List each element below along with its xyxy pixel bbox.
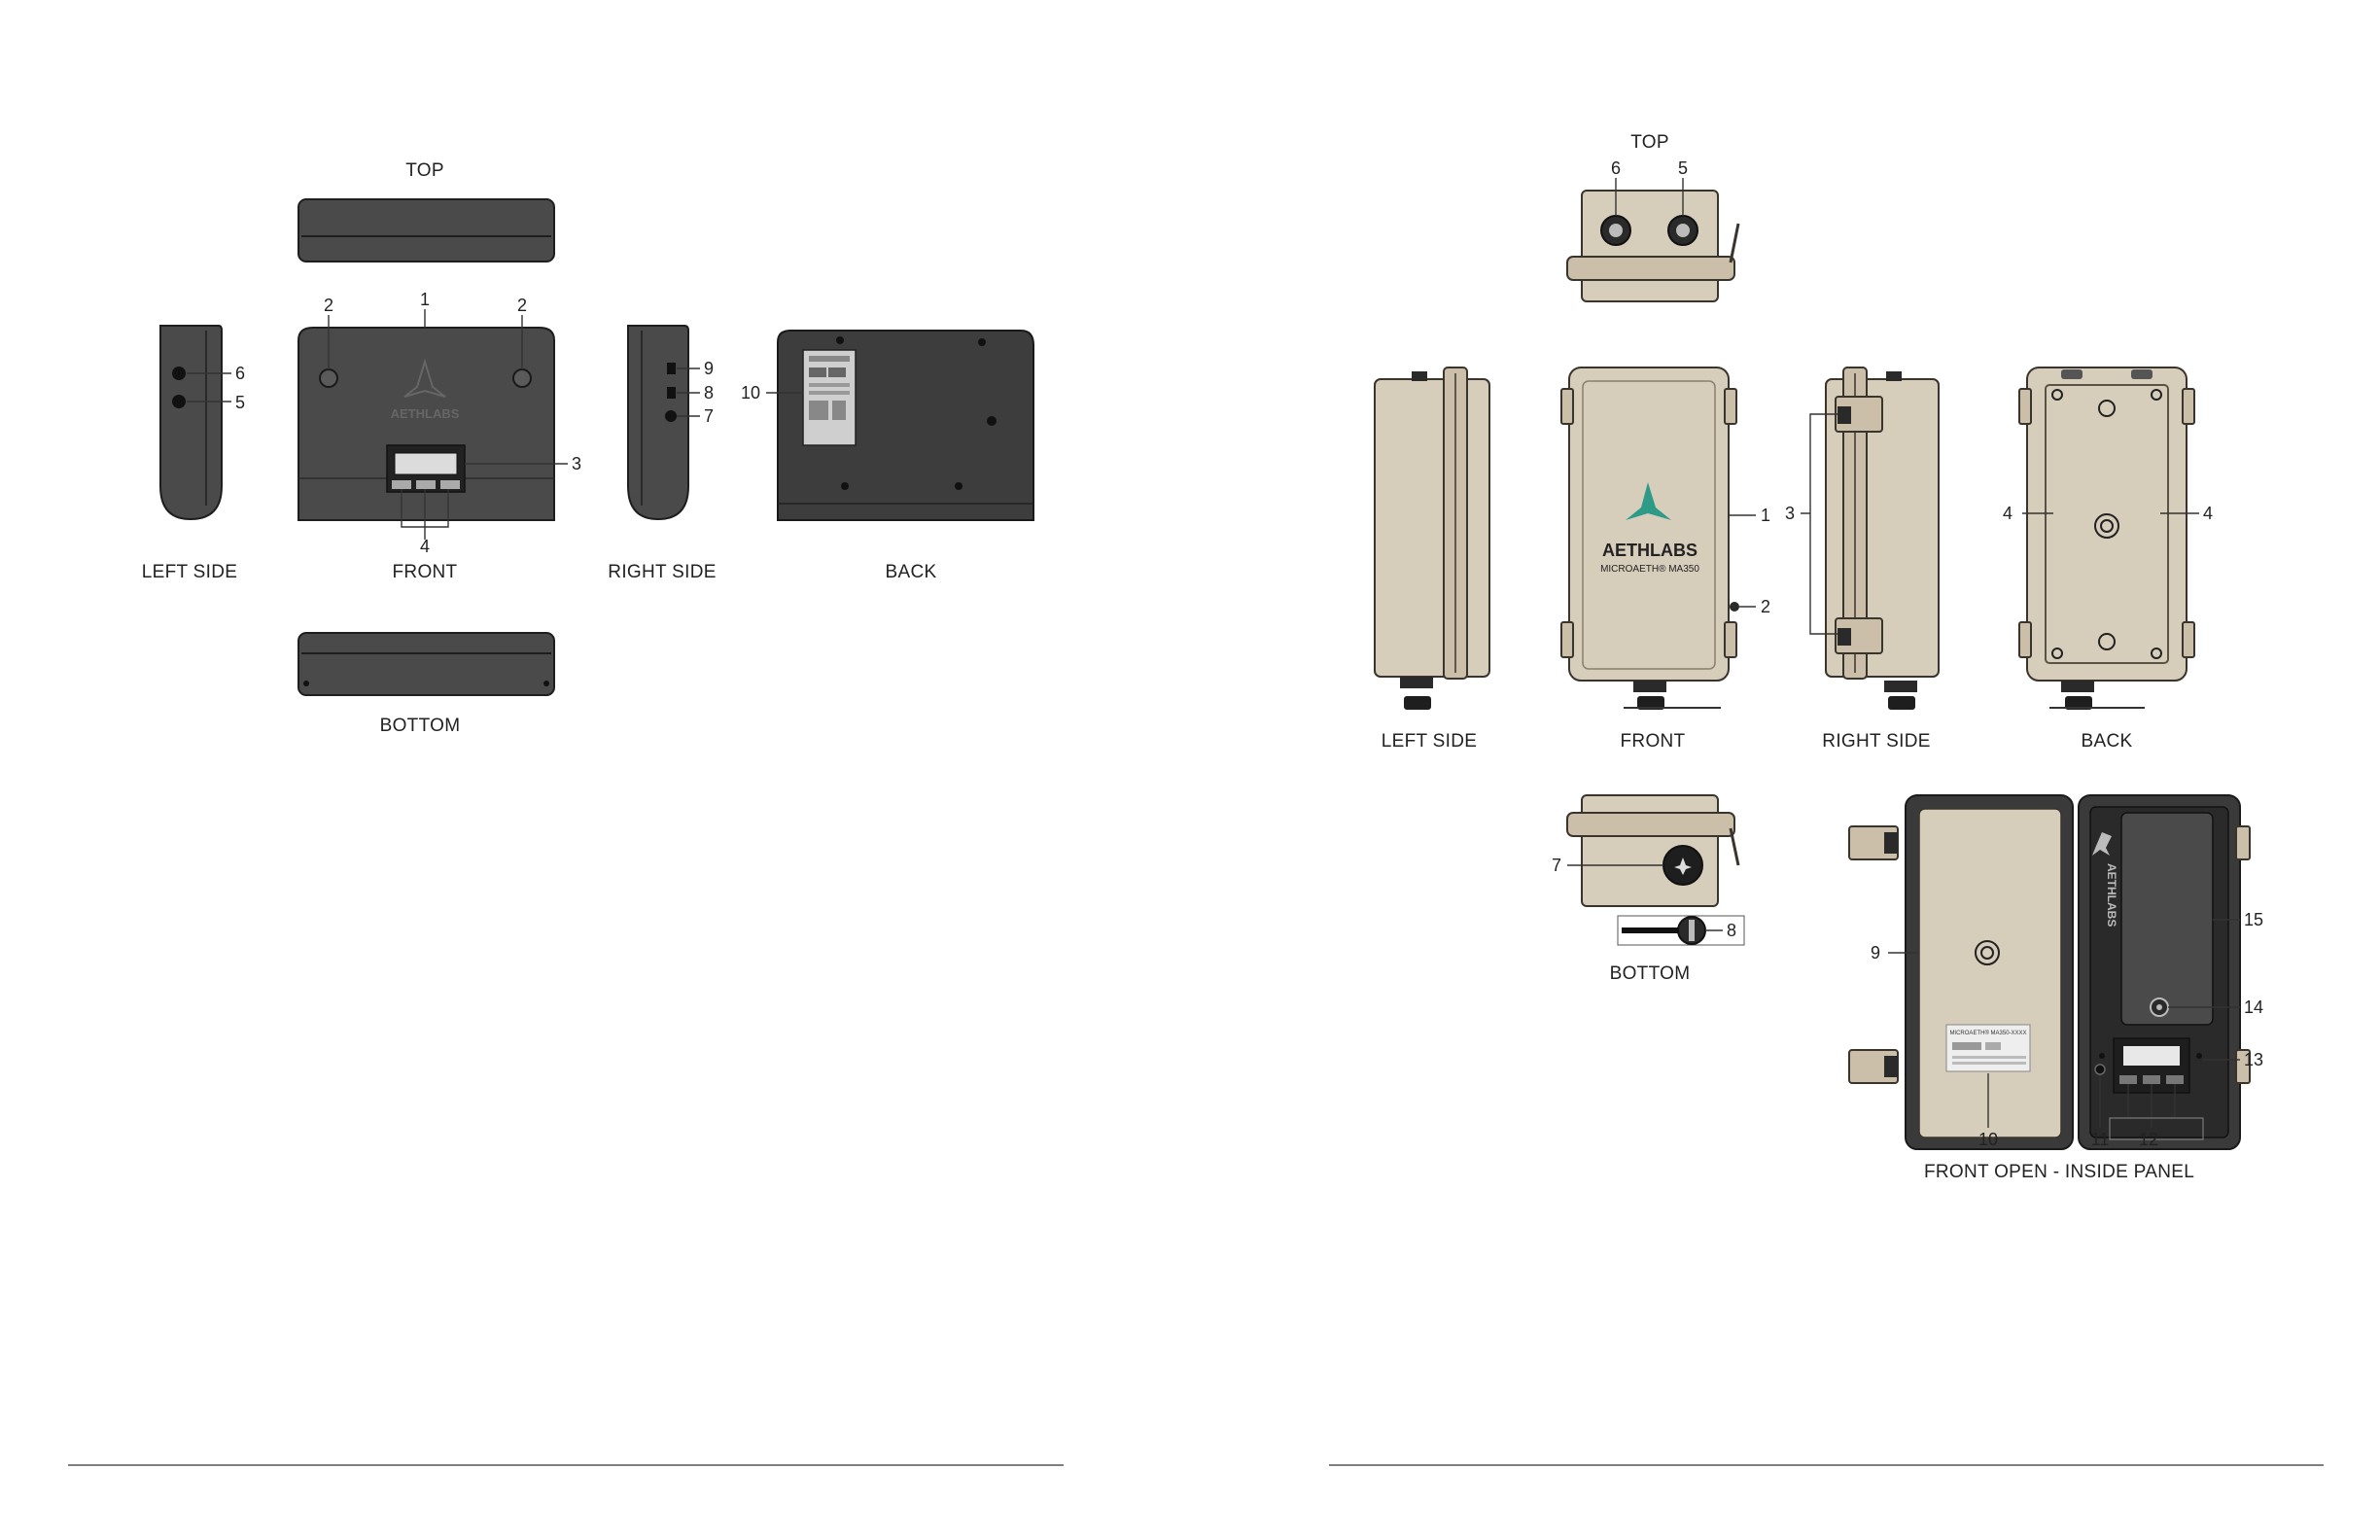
tan-front-label: FRONT	[1621, 731, 1686, 752]
dark-back-label-plate	[803, 350, 856, 445]
tan-front-logo: AETHLABS	[1602, 541, 1698, 560]
tan-callout-4b: 4	[2203, 504, 2213, 523]
dark-back-view: 10 BACK	[741, 331, 1033, 582]
tan-callout-8: 8	[1727, 921, 1736, 940]
tan-left-side-view: LEFT SIDE	[1375, 368, 1489, 752]
tan-bottom-view: 7 8 BOTTOM	[1552, 795, 1744, 984]
inside-door-panel	[1919, 809, 2061, 1138]
inside-logo-text: AETHLABS	[2105, 863, 2118, 927]
tan-top-label: TOP	[1630, 132, 1669, 153]
dark-top-label: TOP	[405, 160, 444, 181]
dark-callout-7: 7	[704, 406, 714, 426]
tan-callout-4a: 4	[2003, 504, 2012, 523]
tan-callout-3: 3	[1785, 504, 1795, 523]
tan-front-open-label: FRONT OPEN - INSIDE PANEL	[1924, 1162, 2194, 1182]
dark-callout-6: 6	[235, 364, 245, 383]
tan-front-open-view: MICROAETH® MA350-XXXX 9 10 AETHLABS	[1849, 795, 2263, 1182]
dark-left-side-label: LEFT SIDE	[142, 562, 237, 582]
tan-callout-13: 13	[2244, 1050, 2263, 1069]
dark-top-view: TOP	[298, 160, 554, 262]
inside-label-title: MICROAETH® MA350-XXXX	[1949, 1030, 2026, 1036]
tan-callout-15: 15	[2244, 910, 2263, 929]
dark-callout-3: 3	[572, 454, 581, 473]
dark-callout-4: 4	[420, 537, 430, 556]
tan-callout-7: 7	[1552, 856, 1561, 875]
dark-callout-1: 1	[420, 290, 430, 309]
dark-bottom-label: BOTTOM	[380, 716, 461, 736]
dark-callout-10: 10	[741, 383, 760, 402]
tan-bottom-label: BOTTOM	[1610, 963, 1691, 984]
dark-callout-2b: 2	[517, 296, 527, 315]
tan-right-side-label: RIGHT SIDE	[1822, 731, 1930, 752]
tan-front-view: AETHLABS MICROAETH® MA350 1 2 FRONT	[1561, 368, 1770, 752]
dark-callout-5: 5	[235, 393, 245, 412]
tan-right-side-view: 3 RIGHT SIDE	[1785, 368, 1939, 752]
dark-right-side-view: 9 8 7 RIGHT SIDE	[608, 326, 716, 582]
tan-left-side-label: LEFT SIDE	[1382, 731, 1477, 752]
right-device-diagram: TOP 6 5 LEFT SIDE	[1329, 132, 2324, 1465]
tan-callout-14: 14	[2244, 998, 2263, 1017]
dark-back-label: BACK	[886, 562, 937, 582]
dark-front-logo: AETHLABS	[391, 406, 460, 421]
dark-bottom-view: BOTTOM	[298, 633, 554, 736]
tan-callout-1: 1	[1761, 506, 1770, 525]
dark-callout-2a: 2	[324, 296, 333, 315]
battery-compartment	[2121, 813, 2213, 1025]
tan-callout-9: 9	[1871, 943, 1880, 962]
tan-back-label: BACK	[2082, 731, 2133, 752]
tan-top-view: TOP 6 5	[1567, 132, 1738, 301]
tan-callout-12: 12	[2139, 1130, 2158, 1149]
dark-callout-9: 9	[704, 359, 714, 378]
dark-left-side-view: 6 5 LEFT SIDE	[142, 326, 245, 582]
dark-front-view: AETHLABS 1 2 2 3 4 FRONT	[298, 290, 581, 582]
tan-back-view: 4 4 BACK	[2003, 368, 2213, 752]
dark-right-side-label: RIGHT SIDE	[608, 562, 716, 582]
dark-callout-8: 8	[704, 383, 714, 402]
tan-front-model: MICROAETH® MA350	[1600, 564, 1699, 575]
left-device-diagram: TOP 6 5 LEFT SIDE AETHLABS	[68, 160, 1064, 1465]
dark-front-label: FRONT	[393, 562, 458, 582]
tan-callout-10: 10	[1978, 1130, 1998, 1149]
tan-callout-11: 11	[2091, 1130, 2110, 1149]
tan-callout-5: 5	[1678, 158, 1688, 178]
tan-callout-6: 6	[1611, 158, 1621, 178]
tan-callout-2: 2	[1761, 597, 1770, 616]
